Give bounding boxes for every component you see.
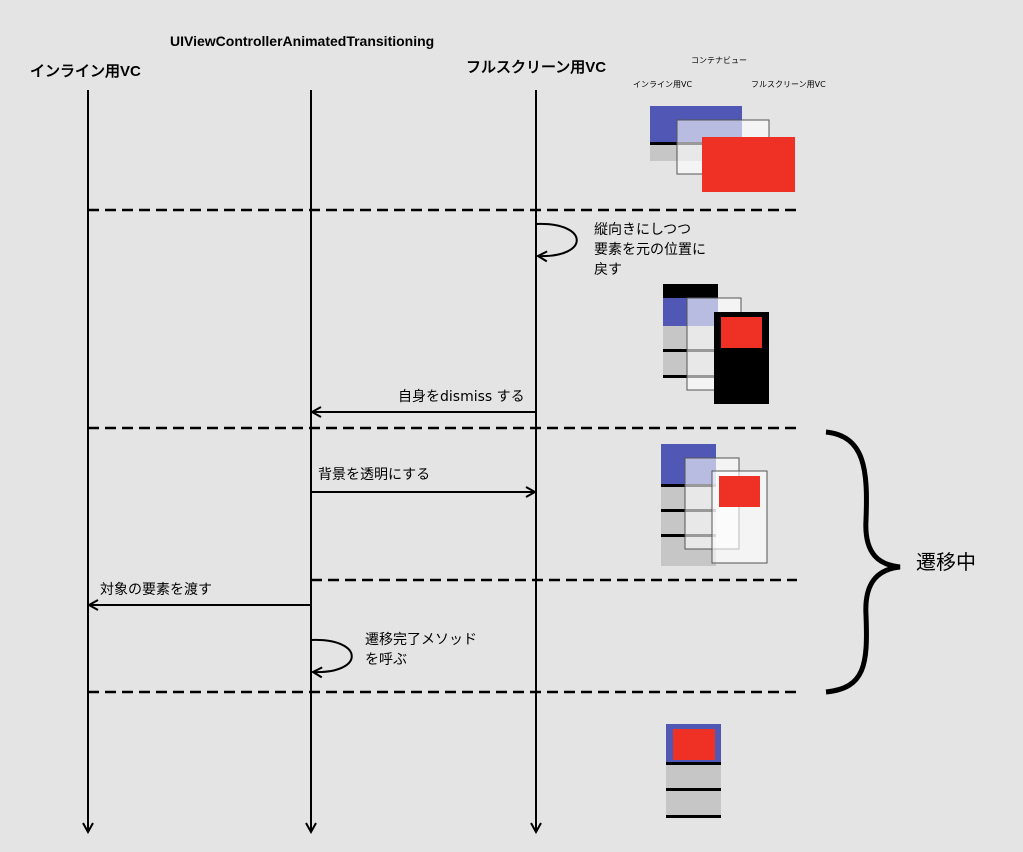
thumbnail-initial (650, 106, 795, 192)
message-complete-line2: を呼ぶ (365, 652, 407, 668)
message-rotate-line3: 戻す (594, 262, 622, 278)
self-loop-complete (311, 638, 353, 672)
header-transitioning: UIViewControllerAnimatedTransitioning (170, 33, 435, 49)
message-pass-element: 対象の要素を渡す (100, 582, 212, 598)
message-dismiss: 自身をdismiss する (398, 389, 525, 405)
message-transparent: 背景を透明にする (318, 467, 431, 483)
message-rotate-line1: 縦向きにしつつ (594, 222, 692, 238)
thumbnail-final (666, 724, 721, 818)
header-inline-vc: インライン用VC (30, 63, 141, 80)
message-rotate-line2: 要素を元の位置に (594, 242, 706, 258)
legend-fullscreen-vc: フルスクリーン用VC (751, 80, 826, 89)
legend-container-view: コンテナビュー (691, 56, 747, 65)
thumbnail-transparent (661, 444, 768, 566)
thumbnail-rotating (663, 284, 769, 404)
header-fullscreen-vc: フルスクリーン用VC (466, 59, 607, 76)
transition-brace (825, 429, 901, 695)
message-complete-line1: 遷移完了メソッド (365, 632, 477, 648)
brace-label: 遷移中 (916, 550, 976, 574)
legend-inline-vc: インライン用VC (633, 80, 693, 89)
self-loop-rotate (536, 222, 578, 256)
